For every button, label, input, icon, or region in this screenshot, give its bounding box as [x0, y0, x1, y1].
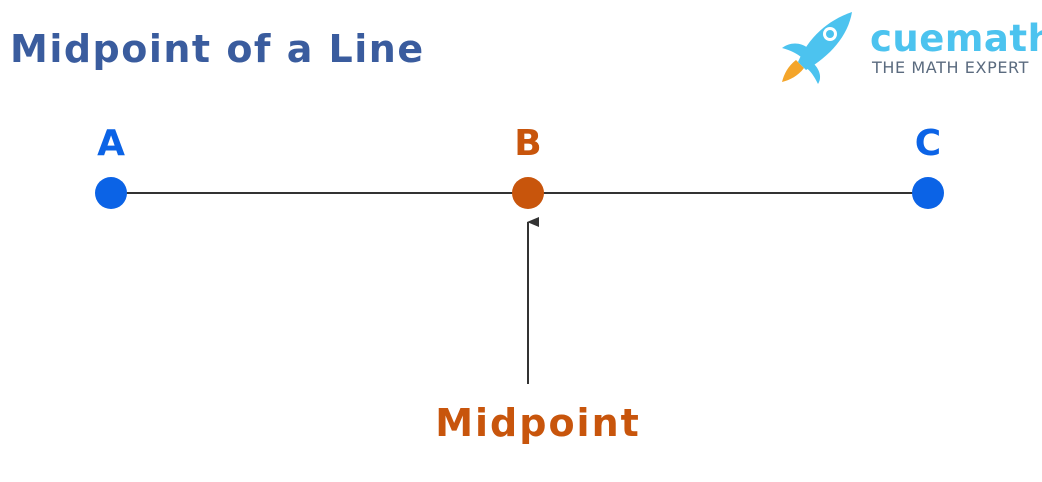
point-c-dot — [912, 177, 944, 209]
point-a-dot — [95, 177, 127, 209]
page-title: Midpoint of a Line — [10, 27, 425, 71]
point-b-label: B — [514, 123, 542, 164]
logo-wordmark: cuemath — [870, 17, 1042, 60]
logo-tagline: THE MATH EXPERT — [872, 58, 1029, 77]
point-c-label: C — [914, 123, 942, 164]
rocket-icon — [782, 12, 852, 84]
point-a-label: A — [97, 123, 125, 164]
midpoint-label: Midpoint — [435, 401, 641, 445]
point-b-dot — [512, 177, 544, 209]
cuemath-logo: cuemath THE MATH EXPERT — [778, 8, 1042, 88]
